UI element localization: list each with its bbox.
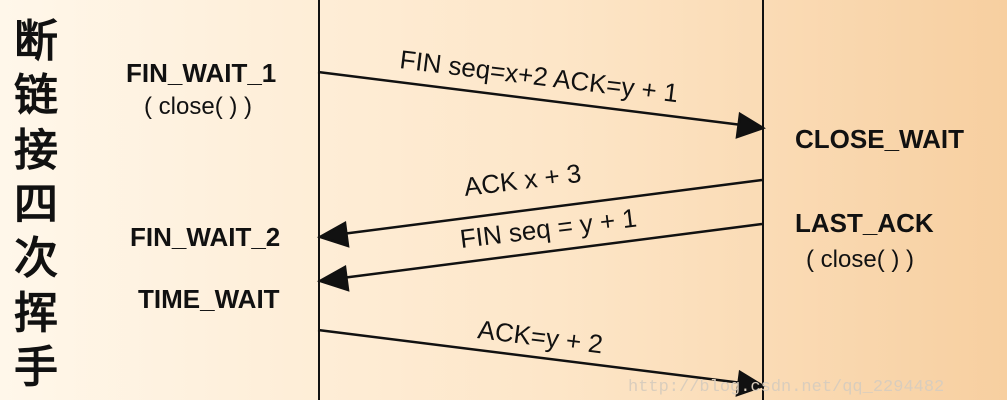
state-time-wait: TIME_WAIT (138, 284, 280, 314)
side-title-char: 手 (14, 341, 58, 393)
side-title-char: 四 (14, 178, 58, 230)
state-fin-wait-1: FIN_WAIT_1 (126, 58, 277, 88)
side-title: 断 链 接 四 次 挥 手 (8, 20, 64, 390)
state-close-wait: CLOSE_WAIT (795, 124, 965, 154)
client-timeline (318, 0, 320, 400)
state-last-ack: LAST_ACK (795, 208, 934, 238)
arrow-fin-1 (317, 70, 743, 127)
watermark: http://blog.csdn.net/qq_2294482 (628, 378, 945, 397)
server-close-call: ( close( ) ) (806, 246, 914, 273)
arrow-fin-1-head (735, 111, 766, 139)
side-title-char: 次 (14, 233, 58, 285)
side-title-char: 链 (14, 70, 58, 122)
arrow-ack-1 (341, 178, 763, 236)
state-fin-wait-2: FIN_WAIT_2 (130, 222, 281, 252)
arrow-fin-2 (341, 222, 763, 280)
side-title-char: 断 (14, 16, 58, 67)
server-timeline (762, 0, 764, 400)
arrow-ack-2-head (735, 369, 766, 397)
arrow-ack-1-head (316, 221, 350, 248)
arrow-fin-2-head (316, 265, 350, 292)
side-title-char: 挥 (14, 287, 58, 339)
arrow-ack-2 (317, 328, 743, 385)
side-title-char: 接 (14, 124, 58, 176)
client-close-call: ( close( ) ) (144, 93, 252, 120)
